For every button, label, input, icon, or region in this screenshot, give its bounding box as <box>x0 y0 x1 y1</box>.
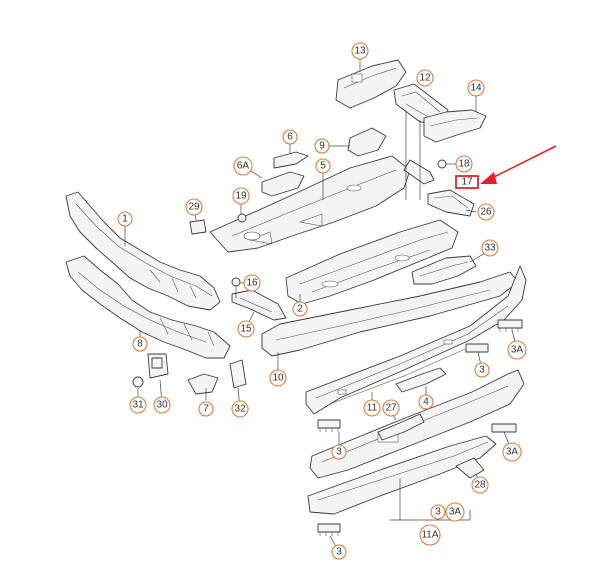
svg-text:17: 17 <box>461 177 473 188</box>
svg-text:28: 28 <box>474 480 486 491</box>
callout-28[interactable]: 28 <box>471 476 489 494</box>
callout-19[interactable]: 19 <box>232 187 250 205</box>
part-rear-member <box>427 189 475 217</box>
callout-2[interactable]: 2 <box>292 301 308 317</box>
part-side-sill-lower <box>307 435 497 515</box>
svg-text:15: 15 <box>240 324 252 335</box>
part-side-sill-outer <box>305 265 527 415</box>
callout-3A-c[interactable]: 3A <box>445 502 465 522</box>
svg-text:6: 6 <box>287 132 293 143</box>
part-dash-panel-upper <box>65 191 221 311</box>
part-small-bracket <box>347 127 387 157</box>
callout-30[interactable]: 30 <box>153 396 171 414</box>
callout-11[interactable]: 11 <box>363 399 381 417</box>
svg-text:3: 3 <box>336 447 342 458</box>
callout-7[interactable]: 7 <box>198 401 214 417</box>
callout-3a[interactable]: 3 <box>474 362 490 378</box>
svg-text:5: 5 <box>320 161 326 172</box>
svg-text:27: 27 <box>385 403 397 414</box>
callout-27[interactable]: 27 <box>382 399 400 417</box>
svg-text:16: 16 <box>246 278 258 289</box>
svg-text:33: 33 <box>484 243 496 254</box>
svg-text:9: 9 <box>319 141 325 152</box>
callout-3b[interactable]: 3 <box>331 444 347 460</box>
svg-text:3: 3 <box>479 365 485 376</box>
callout-3A-a[interactable]: 3A <box>507 340 527 360</box>
part-front-floor-upper <box>209 155 411 253</box>
highlight-part-17[interactable]: 17 <box>455 175 479 189</box>
svg-text:19: 19 <box>235 191 247 202</box>
callout-14[interactable]: 14 <box>467 79 485 97</box>
callout-11A[interactable]: 11A <box>419 524 441 546</box>
callout-6A[interactable]: 6A <box>233 156 253 176</box>
svg-text:2: 2 <box>297 304 303 315</box>
callout-6[interactable]: 6 <box>282 129 298 145</box>
callout-12[interactable]: 12 <box>416 69 434 87</box>
callout-4[interactable]: 4 <box>418 394 434 410</box>
svg-text:14: 14 <box>470 83 482 94</box>
part-rear-bracket <box>411 255 477 285</box>
callout-3c[interactable]: 3 <box>331 544 347 560</box>
part-small-components <box>132 353 247 395</box>
callout-9[interactable]: 9 <box>314 138 330 154</box>
callout-1[interactable]: 1 <box>117 211 133 227</box>
svg-text:3A: 3A <box>511 345 524 356</box>
part-side-sill-front <box>261 271 519 357</box>
svg-text:12: 12 <box>419 73 431 84</box>
part-inner-rail <box>377 413 425 441</box>
svg-text:32: 32 <box>234 404 246 415</box>
part-gusset <box>455 457 485 479</box>
svg-text:3A: 3A <box>506 447 519 458</box>
svg-text:1: 1 <box>122 214 128 225</box>
svg-text:7: 7 <box>203 404 209 415</box>
svg-text:3A: 3A <box>449 507 462 518</box>
svg-text:13: 13 <box>354 46 366 57</box>
callout-26[interactable]: 26 <box>477 203 495 221</box>
svg-text:4: 4 <box>423 397 429 408</box>
svg-text:26: 26 <box>480 207 492 218</box>
callout-5[interactable]: 5 <box>315 158 331 174</box>
callout-8[interactable]: 8 <box>132 336 148 352</box>
svg-text:31: 31 <box>132 400 144 411</box>
svg-text:18: 18 <box>458 159 470 170</box>
svg-text:8: 8 <box>137 339 143 350</box>
callout-16[interactable]: 16 <box>243 274 261 292</box>
red-arrow-icon <box>480 145 557 184</box>
part-fasteners <box>189 159 447 298</box>
svg-text:29: 29 <box>188 202 200 213</box>
part-side-bracket <box>423 109 487 143</box>
part-seat-rail <box>231 289 287 321</box>
callout-33[interactable]: 33 <box>481 239 499 257</box>
svg-text:10: 10 <box>272 373 284 384</box>
svg-text:11A: 11A <box>421 530 438 541</box>
svg-text:3: 3 <box>336 547 342 558</box>
callout-18[interactable]: 18 <box>455 155 473 173</box>
callout-10[interactable]: 10 <box>269 369 287 387</box>
part-center-floor <box>285 219 459 305</box>
callout-13[interactable]: 13 <box>351 42 369 60</box>
part-dash-panel-lower <box>65 255 231 359</box>
callout-32[interactable]: 32 <box>231 400 249 418</box>
part-clip-strips <box>317 319 523 536</box>
callout-15[interactable]: 15 <box>237 320 255 338</box>
svg-text:30: 30 <box>156 400 168 411</box>
svg-text:6A: 6A <box>237 161 250 172</box>
callout-29[interactable]: 29 <box>185 198 203 216</box>
callout-3d[interactable]: 3 <box>430 504 446 520</box>
part-upper-bracket <box>335 59 407 109</box>
part-sill-reinforcement <box>395 367 447 393</box>
svg-text:3: 3 <box>435 507 441 518</box>
callout-3A-b[interactable]: 3A <box>502 442 522 462</box>
callout-31[interactable]: 31 <box>129 396 147 414</box>
part-reinforcement-plate <box>261 151 309 197</box>
svg-text:11: 11 <box>367 403 378 414</box>
